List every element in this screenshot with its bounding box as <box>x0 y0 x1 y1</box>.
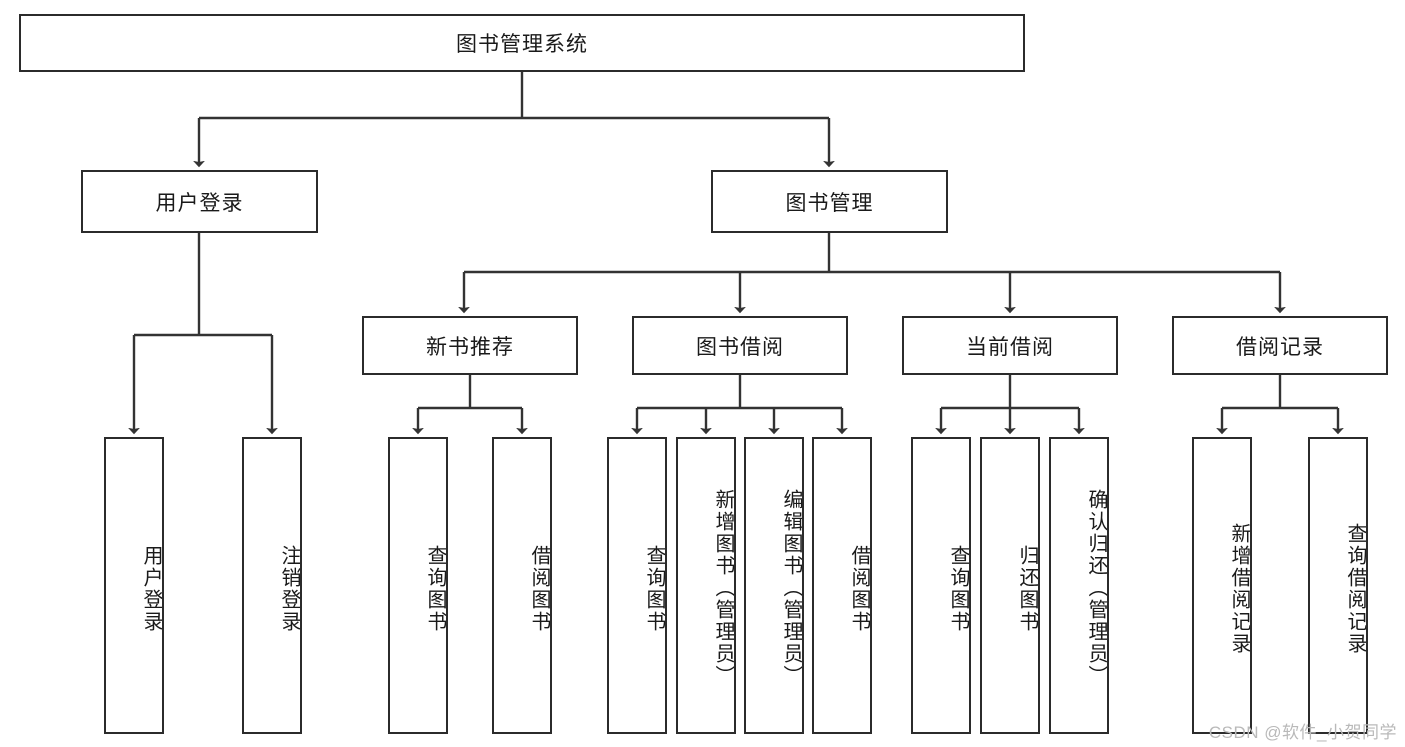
node-label: 用户登录 <box>155 191 244 215</box>
node-label: 新增图书（管理员） <box>712 488 734 687</box>
node-label: 图书管理 <box>785 191 874 215</box>
leaf-add-borrow-record[interactable]: 新增借阅记录 <box>1192 437 1252 734</box>
node-book-management[interactable]: 图书管理 <box>711 170 948 233</box>
leaf-confirm-return[interactable]: 确认归还（管理员） <box>1049 437 1109 734</box>
leaf-query-book-1[interactable]: 查询图书 <box>388 437 448 734</box>
node-label: 借阅记录 <box>1236 335 1324 359</box>
csdn-watermark: CSDN @软件_小贺同学 <box>1208 723 1397 742</box>
leaf-query-book-3[interactable]: 查询图书 <box>911 437 971 734</box>
node-label: 查询借阅记录 <box>1344 522 1366 655</box>
node-label: 编辑图书（管理员） <box>780 488 802 687</box>
node-book-management-system[interactable]: 图书管理系统 <box>19 14 1025 72</box>
node-borrow-record[interactable]: 借阅记录 <box>1172 316 1388 375</box>
node-label: 借阅图书 <box>848 544 870 633</box>
node-user-login[interactable]: 用户登录 <box>81 170 318 233</box>
node-label: 当前借阅 <box>966 335 1054 359</box>
leaf-query-borrow-record[interactable]: 查询借阅记录 <box>1308 437 1368 734</box>
node-current-borrow[interactable]: 当前借阅 <box>902 316 1118 375</box>
node-label: 归还图书 <box>1016 544 1038 633</box>
leaf-logout-login[interactable]: 注销登录 <box>242 437 302 734</box>
node-label: 图书管理系统 <box>456 33 588 56</box>
node-label: 新增借阅记录 <box>1228 522 1250 655</box>
node-label: 查询图书 <box>643 544 665 633</box>
node-label: 查询图书 <box>424 544 446 633</box>
leaf-add-book[interactable]: 新增图书（管理员） <box>676 437 736 734</box>
node-label: 图书借阅 <box>696 335 784 359</box>
leaf-borrow-book-1[interactable]: 借阅图书 <box>492 437 552 734</box>
leaf-edit-book[interactable]: 编辑图书（管理员） <box>744 437 804 734</box>
node-label: 确认归还（管理员） <box>1085 488 1107 687</box>
leaf-return-book[interactable]: 归还图书 <box>980 437 1040 734</box>
node-label: 注销登录 <box>278 544 300 633</box>
node-label: 借阅图书 <box>528 544 550 633</box>
node-label: 用户登录 <box>140 544 162 633</box>
leaf-borrow-book-2[interactable]: 借阅图书 <box>812 437 872 734</box>
node-book-borrow[interactable]: 图书借阅 <box>632 316 848 375</box>
node-label: 新书推荐 <box>426 335 514 359</box>
leaf-query-book-2[interactable]: 查询图书 <box>607 437 667 734</box>
node-new-book-recommend[interactable]: 新书推荐 <box>362 316 578 375</box>
leaf-user-login[interactable]: 用户登录 <box>104 437 164 734</box>
node-label: 查询图书 <box>947 544 969 633</box>
